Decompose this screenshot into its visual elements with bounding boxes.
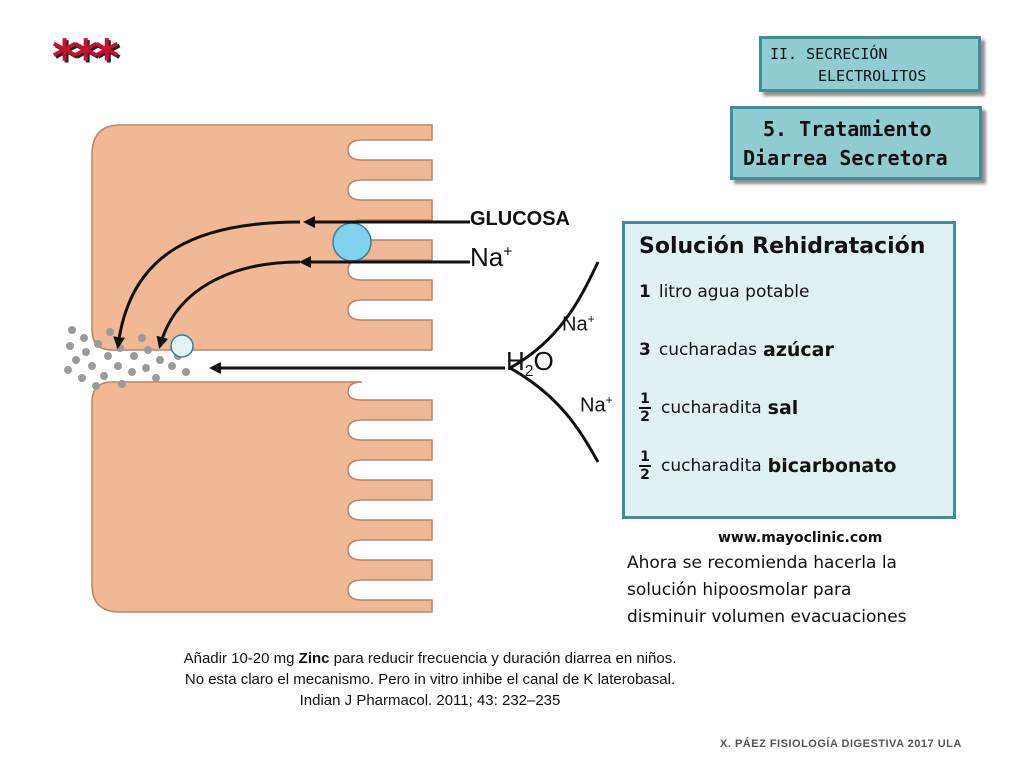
sodium-symbol: Na [470,242,504,272]
water-h: H [506,346,525,376]
sodium-label-3: Na+ [580,393,613,418]
recipe-qty: 1 [639,282,651,302]
water-sub: 2 [524,363,534,381]
zinc-pre: Añadir 10-20 mg [183,650,299,667]
sodium-label-1: Na+ [470,242,512,273]
water-o: O [533,346,554,376]
note-line-2: solución hipoosmolar para [627,580,852,600]
recipe-item: 3 cucharadas azúcar [639,321,941,379]
fraction-numerator: 1 [640,449,650,465]
lower-converging-line [509,366,600,463]
zinc-bold: Zinc [298,650,330,667]
note-line-1: Ahora se recomienda hacerla la [627,553,897,573]
rehydration-recipe-box: Solución Rehidratación 1 litro agua pota… [622,221,956,519]
intestinal-cells-diagram [64,124,600,613]
recipe-title: Solución Rehidratación [639,234,926,259]
recipe-text: cucharadita [661,456,762,476]
section-line-1: II. SECRECIÓN [770,45,888,63]
fraction-denominator: 2 [640,409,650,425]
sodium-symbol: Na [580,394,606,417]
sodium-charge: + [503,243,513,261]
upper-epithelial-cell [91,124,433,351]
sodium-charge: + [605,393,613,407]
recipe-qty: 3 [639,340,651,360]
intercellular-particles [64,326,190,390]
recipe-item: 1 litro agua potable [639,277,941,307]
fraction-numerator: 1 [640,391,650,407]
glucose-label: GLUCOSA [470,208,570,230]
zinc-line-2: No esta claro el mecanismo. Pero in vitr… [184,671,676,688]
source-url: www.mayoclinic.com [718,530,883,546]
sodium-symbol: Na [562,313,588,336]
section-line-2: ELECTROLITOS [818,67,927,85]
sodium-curve-arrow [156,260,301,349]
recipe-text: cucharadita [661,398,762,418]
note-line-3: disminuir volumen evacuaciones [627,607,907,627]
fraction-denominator: 2 [640,467,650,483]
recipe-emphasis: sal [767,397,799,419]
priority-stars: *** [52,30,119,86]
paracellular-channel-icon [170,334,194,358]
topic-line-2: Diarrea Secretora [743,146,948,170]
sodium-label-2: Na+ [562,312,595,337]
citation: Indian J Pharmacol. 2011; 43: 232–235 [299,692,561,709]
recipe-emphasis: bicarbonato [767,455,897,477]
recipe-text: litro agua potable [658,282,810,302]
zinc-post: para reducir frecuencia y duración diarr… [329,650,677,667]
section-label: II. SECRECIÓN ELECTROLITOS [759,36,981,92]
recipe-emphasis: azúcar [762,339,834,361]
lower-epithelial-cell [91,381,433,613]
slide-footer: X. PÁEZ FISIOLOGÍA DIGESTIVA 2017 ULA [720,738,962,750]
water-label: H2O [506,346,554,381]
topic-label: 5. Tratamiento Diarrea Secretora [730,106,982,180]
zinc-line-1: Añadir 10-20 mg Zinc para reducir frecue… [60,648,800,669]
recommendation-note: Ahora se recomienda hacerla la solución … [627,550,967,631]
recipe-text: cucharadas [658,340,757,360]
zinc-note: Añadir 10-20 mg Zinc para reducir frecue… [60,648,800,711]
glucose-curve-arrow [113,220,301,349]
glucose-transporter-icon [332,222,372,262]
topic-line-1: 5. Tratamiento [763,117,932,141]
sodium-charge: + [587,312,595,326]
upper-converging-line [509,261,600,370]
